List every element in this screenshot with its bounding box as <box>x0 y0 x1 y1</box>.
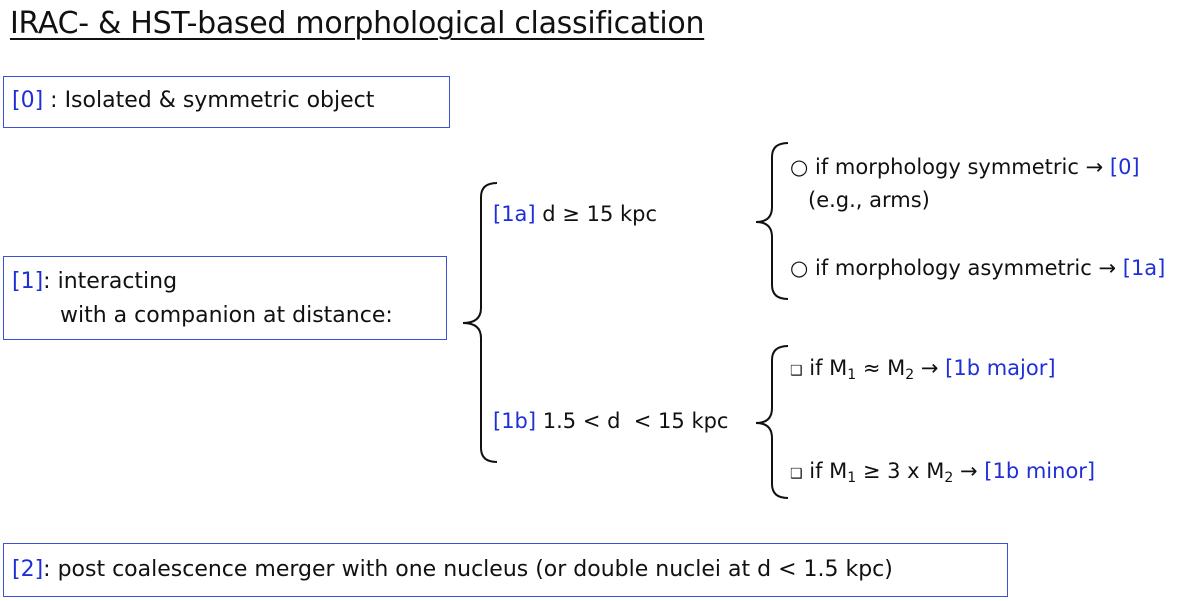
option-symmetric-result: [0] <box>1109 155 1140 179</box>
class-1b-text: 1.5 < d < 15 kpc <box>536 409 729 433</box>
square-bullet-icon: ❑ <box>790 363 803 379</box>
circle-bullet-icon: ○ <box>790 155 809 179</box>
brace-main <box>462 182 498 463</box>
option-major: ❑ if M1 ≈ M2 → [1b major] <box>790 356 1056 383</box>
option-asymmetric: ○ if morphology asymmetric → [1a] <box>790 256 1165 280</box>
option-major-pre: if M <box>802 356 848 380</box>
class-2-label: [2]: post coalescence merger with one nu… <box>12 557 893 582</box>
option-minor-sub2: 2 <box>944 470 954 486</box>
option-asymmetric-text: if morphology asymmetric <box>808 256 1099 280</box>
option-asymmetric-result: [1a] <box>1122 256 1166 280</box>
class-1a-text: d ≥ 15 kpc <box>535 202 658 226</box>
class-1-tag: [1] <box>12 269 44 294</box>
option-minor-sub1: 1 <box>847 470 857 486</box>
class-1a-label: [1a] d ≥ 15 kpc <box>493 202 657 226</box>
class-1b-tag: [1b] <box>493 409 537 433</box>
class-0-text: : Isolated & symmetric object <box>43 88 375 113</box>
square-bullet-icon: ❑ <box>790 466 803 482</box>
option-minor-mid: ≥ 3 x M <box>856 459 945 483</box>
option-minor-result: [1b minor] <box>984 459 1096 483</box>
arrow-right-icon: → <box>953 459 985 483</box>
class-1-label: [1]: interacting <box>12 269 177 294</box>
arrow-right-icon: → <box>1085 155 1104 179</box>
option-minor-pre: if M <box>802 459 848 483</box>
option-major-sub2: 2 <box>905 367 915 383</box>
option-major-result: [1b major] <box>945 356 1056 380</box>
page-title: IRAC- & HST-based morphological classifi… <box>10 6 705 41</box>
class-2-tag: [2] <box>12 557 44 582</box>
circle-bullet-icon: ○ <box>790 256 809 280</box>
option-minor: ❑ if M1 ≥ 3 x M2 → [1b minor] <box>790 459 1096 486</box>
arrow-right-icon: → <box>914 356 946 380</box>
option-symmetric-note: (e.g., arms) <box>808 188 930 212</box>
class-0-tag: [0] <box>12 88 44 113</box>
option-symmetric: ○ if morphology symmetric → [0] <box>790 155 1140 179</box>
class-1a-tag: [1a] <box>493 202 536 226</box>
class-2-text: : post coalescence merger with one nucle… <box>43 557 893 582</box>
class-1-line1: : interacting <box>43 269 178 294</box>
class-1-box <box>3 256 447 340</box>
brace-1a <box>755 142 789 300</box>
class-1b-label: [1b] 1.5 < d < 15 kpc <box>493 409 728 433</box>
class-0-box <box>3 76 450 128</box>
option-major-sub1: 1 <box>847 367 857 383</box>
option-major-mid: ≈ M <box>856 356 906 380</box>
class-2-box <box>3 543 1008 597</box>
class-0-label: [0] : Isolated & symmetric object <box>12 88 374 113</box>
brace-1b <box>755 345 789 499</box>
option-symmetric-text: if morphology symmetric <box>808 155 1086 179</box>
arrow-right-icon: → <box>1098 256 1117 280</box>
class-1-line2: with a companion at distance: <box>60 303 393 328</box>
